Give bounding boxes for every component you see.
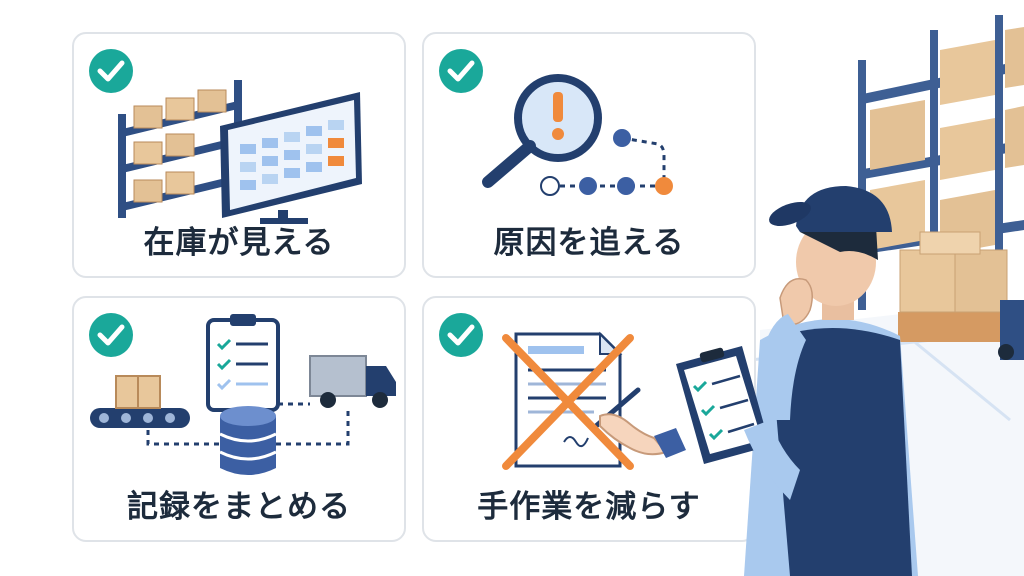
check-circle-icon	[439, 313, 483, 357]
card-label: 手作業を減らす	[477, 489, 701, 525]
shelf-monitor-illustration	[118, 80, 362, 224]
hand-pen-icon	[593, 387, 686, 458]
database-icon	[219, 406, 277, 475]
card-inventory-visibility: 在庫が見える	[72, 32, 406, 278]
shelf-icon	[118, 80, 242, 218]
monitor-icon	[220, 92, 362, 224]
check-circle-icon	[89, 49, 133, 93]
magnifier-trace-illustration	[482, 74, 673, 196]
flow-connector	[146, 402, 350, 446]
card-consolidate-records: 記録をまとめる	[72, 296, 406, 542]
magnifier-icon	[482, 74, 602, 188]
card-label: 在庫が見える	[143, 225, 335, 261]
card-label: 記録をまとめる	[127, 489, 351, 525]
cross-mark-icon	[502, 334, 634, 470]
clipboard-checklist-icon	[676, 346, 770, 464]
truck-icon	[309, 355, 396, 408]
cap-icon	[796, 186, 892, 232]
check-circle-icon	[89, 313, 133, 357]
shelf-rack	[858, 15, 1024, 320]
trace-path-icon	[540, 129, 673, 196]
pallet-boxes	[898, 231, 1024, 360]
card-label: 原因を追える	[493, 225, 685, 261]
check-circle-icon	[439, 49, 483, 93]
conveyor-icon	[90, 375, 190, 428]
records-flow-illustration	[90, 314, 396, 475]
card-trace-cause: 原因を追える	[422, 32, 756, 278]
manual-work-crossed-illustration	[502, 331, 686, 470]
